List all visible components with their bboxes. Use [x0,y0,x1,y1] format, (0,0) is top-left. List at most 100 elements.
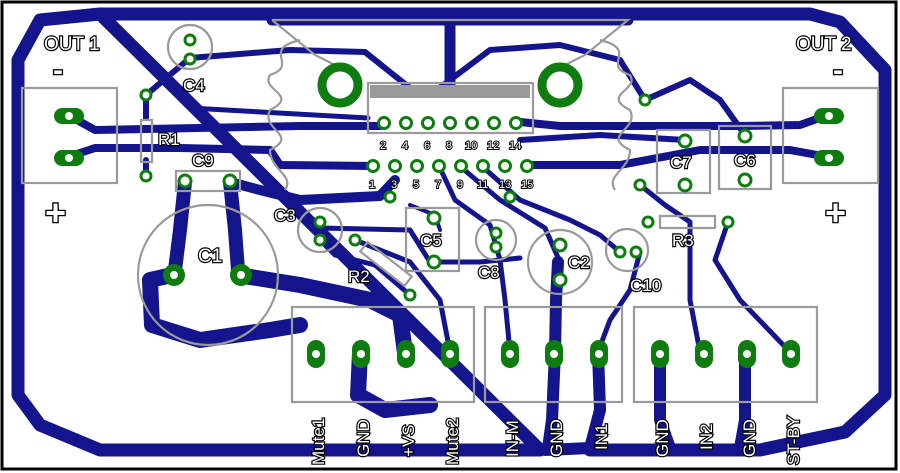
c1-label: C1 [198,246,222,267]
vs-bus [230,267,413,361]
pin-label-mute2: Mute2 [443,418,462,465]
pad [737,172,753,188]
ground-ring [11,7,892,457]
conn-hole [506,350,514,358]
pin-label-vs: +VS [399,424,418,457]
pin-label-gnd: GND [354,419,373,457]
c5-outline [404,206,461,273]
pad [641,215,655,229]
r2-body [358,240,414,288]
pad [721,215,735,229]
connector-2-outline [483,305,624,404]
c3-label: C3 [274,206,296,225]
ic-pin-label: 4 [402,140,408,152]
out2-connector-outline [781,86,880,185]
conn-hole [595,350,603,358]
r1-label: R1 [158,130,180,149]
r2-label: R2 [348,267,370,286]
out2-minus-symbol: - [833,54,843,87]
pin-label-gnd: GND [740,419,759,457]
c7-outline [655,128,712,195]
conn-hole [700,350,708,358]
c2-outline [526,228,594,296]
c10-label: C10 [630,276,661,295]
out2-pad-1-hole [825,112,833,120]
ic-pin-label: 5 [413,179,419,191]
pad [403,288,417,302]
silkscreen [20,18,880,404]
trace-in1 [595,249,643,355]
ic-pin-label: 9 [457,179,463,191]
c1-hole-minus [170,271,178,279]
pin-label-gnd: GND [547,419,566,457]
trace-r2 [317,237,413,298]
ic-pad [421,116,435,130]
pad [426,254,442,270]
out1-pad-1-hole [65,112,73,120]
pad [222,173,238,189]
pad [737,128,753,144]
small-pads [139,33,753,302]
out2-label: OUT 2 [796,34,852,55]
mount-hole-right [537,62,583,108]
out2-pad-2-hole [825,154,833,162]
c4-outline [166,23,214,71]
trace-out2-minus [524,146,832,169]
trace-c10 [481,165,623,255]
c9-bus-2 [223,175,245,277]
supply-bus-left [142,267,308,348]
trace-out1-plus [64,111,384,134]
conn-hole [357,350,365,358]
pad [489,226,503,240]
pad [629,245,643,259]
ic-pad [520,159,534,173]
out1-connector-outline [20,86,119,185]
trace-st-by [712,219,793,355]
pad [313,215,327,229]
c3-outline [296,206,344,254]
pad [139,169,153,183]
c2-label: C2 [568,253,590,272]
pin-label-in-m: IN-M [503,420,522,457]
labels: OUT 1 OUT 2 - - + + C4 R1 C9 C1 C3 C5 R2… [43,33,853,466]
pad [426,210,442,226]
trace-zobel1 [187,105,371,121]
c1-outline [136,203,280,347]
trace-c6 [642,77,748,138]
c5-label: C5 [420,231,442,250]
ic-pin-label: 1 [369,179,375,191]
conn-hole [550,350,558,358]
ic-pad [388,159,402,173]
connector-holes [312,350,795,358]
ic-pad [476,159,490,173]
ic-pin-label: 11 [477,179,488,191]
pad [183,33,197,47]
trace-out1-minus [64,144,379,170]
out2-plus-symbol: + [825,192,846,233]
pad [638,93,652,107]
ic-pad [487,116,501,130]
pad [383,190,397,204]
conn-hole [656,350,664,358]
pad [677,177,693,193]
pad [348,233,362,247]
ic-pin-label: 2 [380,140,386,152]
pin-label-st-by: ST-BY [784,416,803,465]
r3-body [658,214,717,230]
ic-pad [443,116,457,130]
copper-traces [11,7,892,457]
heatsink-fin-right [599,38,633,191]
pads [54,33,844,368]
c4-label: C4 [183,76,205,95]
pad [613,245,627,259]
r1-body [139,118,154,164]
pin-label-in1: IN1 [592,424,611,450]
pin-label-in2: IN2 [697,424,716,450]
conn-hole [787,350,795,358]
ic-pad [377,116,391,130]
c10-outline [604,227,650,273]
trace-in2 [637,182,703,355]
ic-tab [370,85,530,98]
c1-hole-plus [237,271,245,279]
